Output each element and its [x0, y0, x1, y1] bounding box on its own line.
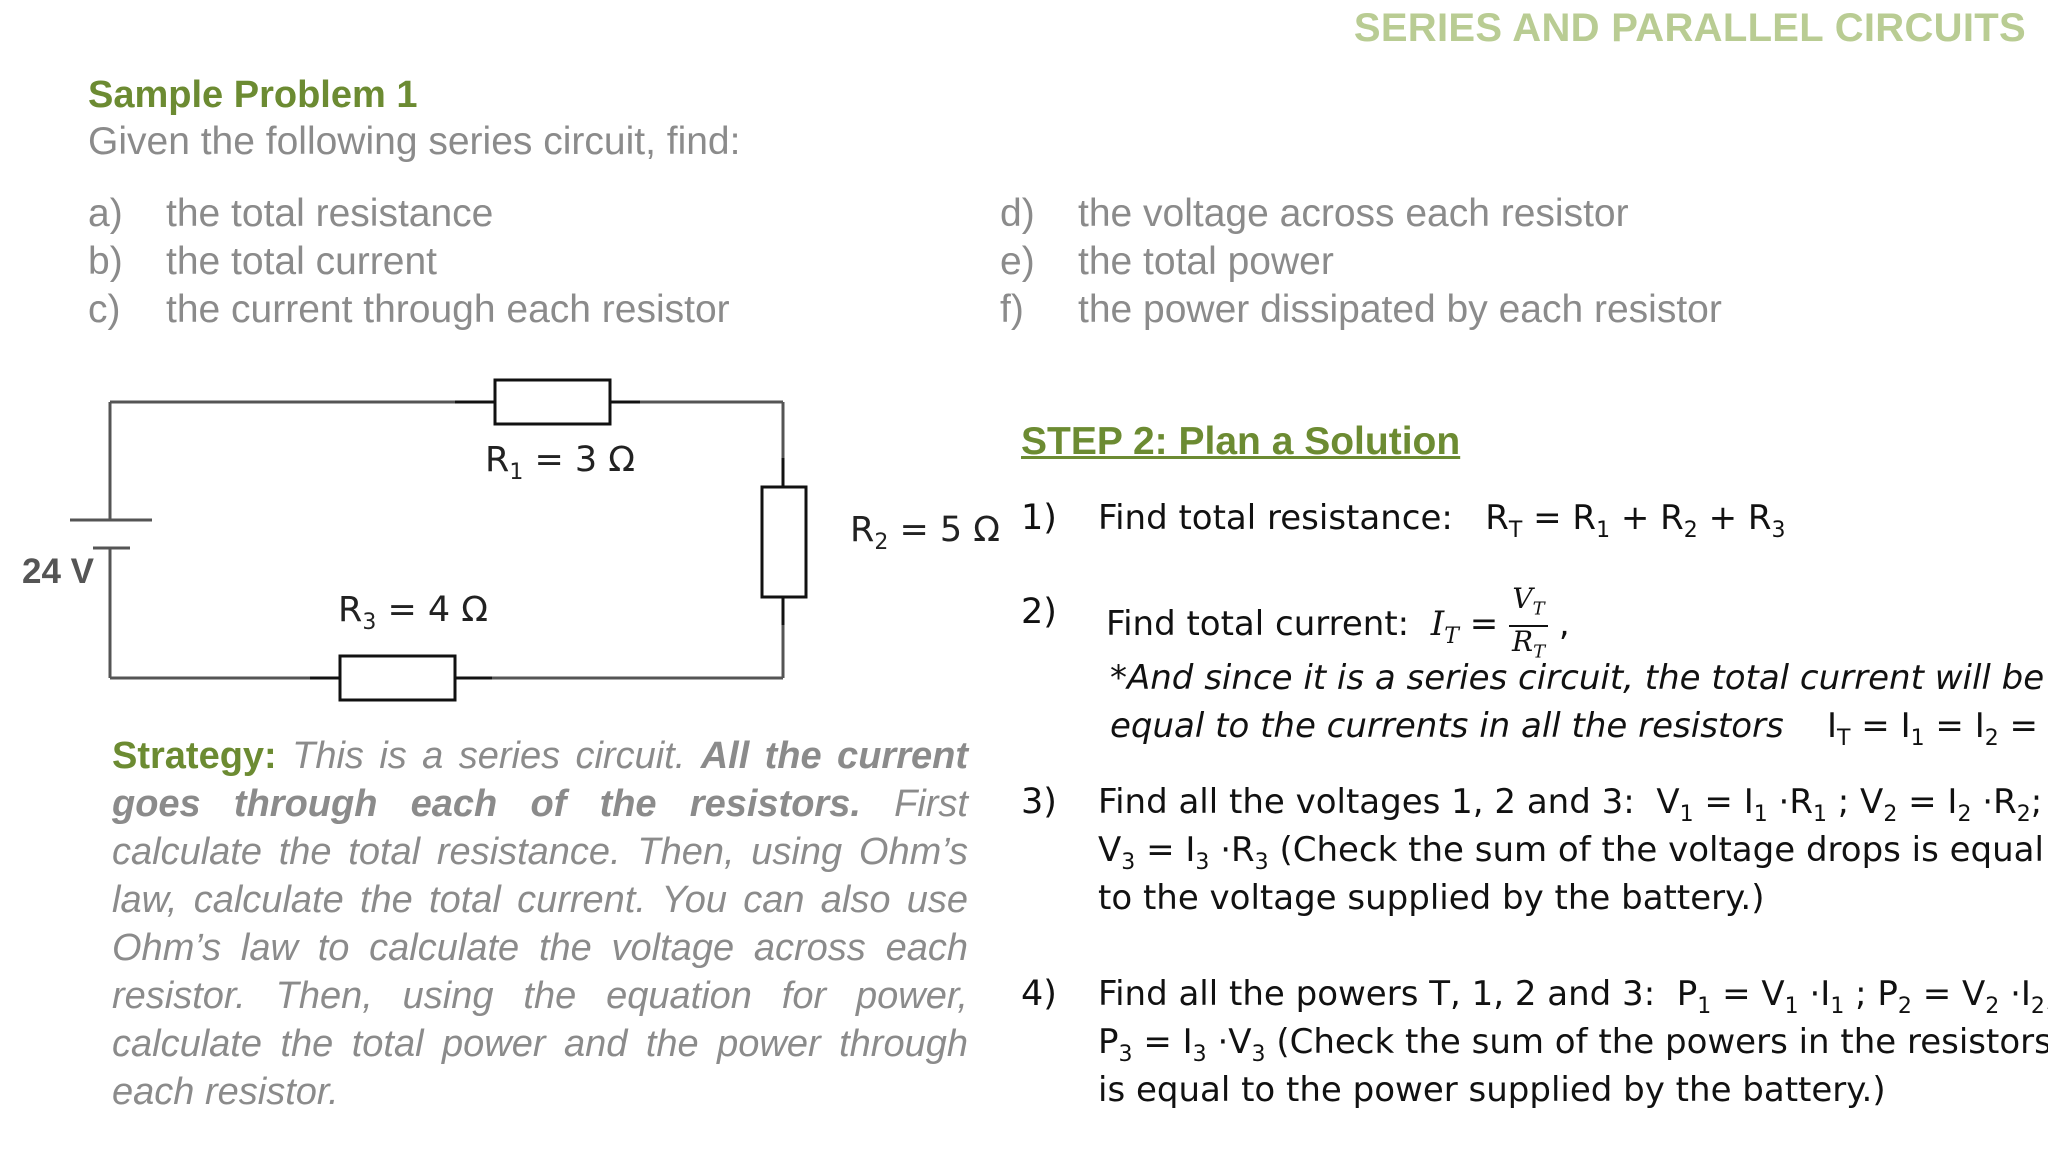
- strategy-emphasis: All the current goes through each of the…: [112, 735, 968, 825]
- question-item-a: a) the total resistance: [88, 190, 988, 238]
- step-2-label: Find total current:: [1106, 604, 1410, 645]
- question-text: the power dissipated by each resistor: [1078, 288, 1722, 331]
- question-item-c: c) the current through each resistor: [88, 286, 988, 334]
- series-circuit-diagram: [70, 378, 808, 702]
- r2-subscript: 2: [874, 530, 889, 555]
- question-letter: c): [88, 288, 121, 331]
- strategy-paragraph: Strategy: This is a series circuit. All …: [112, 732, 968, 1116]
- question-letter: e): [1000, 240, 1035, 283]
- resistor-r3: [338, 654, 457, 702]
- question-item-e: e) the total power: [1000, 238, 2000, 286]
- step-3-line2-text: (Check the sum of the voltage drops is e…: [1268, 830, 2044, 870]
- step-1-label: Find total resistance:: [1098, 498, 1453, 538]
- r1-symbol: R: [485, 440, 510, 480]
- resistor-r2: [760, 485, 808, 599]
- resistor-r3-label: R3 = 4 Ω: [338, 590, 488, 635]
- question-item-d: d) the voltage across each resistor: [1000, 190, 2000, 238]
- step-3-number: 3): [1021, 782, 1057, 822]
- step-2-number: 2): [1021, 592, 1057, 632]
- step2-title: STEP 2: Plan a Solution: [1021, 420, 1461, 463]
- question-letter: a): [88, 192, 123, 235]
- r2-symbol: R: [850, 510, 875, 550]
- step-1-text: Find total resistance: RT = R1 + R2 + R3: [1098, 498, 1786, 543]
- r1-value: = 3 Ω: [523, 440, 636, 480]
- step-3-line2: V3 = I3 ·R3 (Check the sum of the voltag…: [1098, 830, 2044, 875]
- question-letter: b): [88, 240, 123, 283]
- strategy-lead: Strategy:: [112, 735, 277, 777]
- question-text: the total current: [166, 240, 437, 283]
- strategy-part2: First calculate the total resistance. Th…: [112, 783, 968, 1113]
- step-2-note-line2: equal to the currents in all the resisto…: [1110, 706, 2048, 751]
- question-item-b: b) the total current: [88, 238, 988, 286]
- step-3-line1: Find all the voltages 1, 2 and 3: V1 = I…: [1098, 782, 2043, 827]
- step-4-number: 4): [1021, 974, 1057, 1014]
- battery-voltage-label: 24 V: [22, 552, 94, 591]
- slide-header-title: SERIES AND PARALLEL CIRCUITS: [1353, 6, 2026, 50]
- step-3-label: Find all the voltages 1, 2 and 3:: [1098, 782, 1635, 822]
- step-3-line3: to the voltage supplied by the battery.): [1098, 878, 1765, 918]
- step-1-number: 1): [1021, 498, 1057, 538]
- step-4-line3: is equal to the power supplied by the ba…: [1098, 1070, 1886, 1110]
- step-4-line2-text: (Check the sum of the powers in the resi…: [1265, 1022, 2048, 1062]
- question-letter: f): [1000, 288, 1024, 331]
- r2-value: = 5 Ω: [888, 510, 1001, 550]
- question-text: the current through each resistor: [166, 288, 730, 331]
- r3-subscript: 3: [362, 610, 377, 635]
- problem-intro: Given the following series circuit, find…: [88, 120, 741, 163]
- step-4-line2: P3 = I3 ·V3 (Check the sum of the powers…: [1098, 1018, 2048, 1079]
- resistor-r1: [493, 378, 612, 426]
- r3-value: = 4 Ω: [376, 590, 489, 630]
- problem-title: Sample Problem 1: [88, 74, 418, 116]
- questions-right-list: d) the voltage across each resistor e) t…: [1000, 190, 2000, 334]
- question-text: the voltage across each resistor: [1078, 192, 1629, 235]
- step-4-line1: Find all the powers T, 1, 2 and 3: P1 = …: [1098, 974, 2048, 1019]
- r3-symbol: R: [338, 590, 363, 630]
- resistor-r1-label: R1 = 3 Ω: [485, 440, 635, 485]
- question-letter: d): [1000, 192, 1035, 235]
- step-2-note-text: equal to the currents in all the resisto…: [1110, 706, 1784, 746]
- questions-left-list: a) the total resistance b) the total cur…: [88, 190, 988, 334]
- battery-icon: [70, 518, 152, 550]
- strategy-part1: This is a series circuit.: [276, 735, 701, 777]
- question-text: the total resistance: [166, 192, 494, 235]
- step-2-note-line1: *And since it is a series circuit, the t…: [1110, 658, 2045, 698]
- question-item-f: f) the power dissipated by each resistor: [1000, 286, 2000, 334]
- question-text: the total power: [1078, 240, 1334, 283]
- step-4-label: Find all the powers T, 1, 2 and 3:: [1098, 974, 1656, 1014]
- resistor-r2-label: R2 = 5 Ω: [850, 510, 1000, 555]
- r1-subscript: 1: [509, 460, 524, 485]
